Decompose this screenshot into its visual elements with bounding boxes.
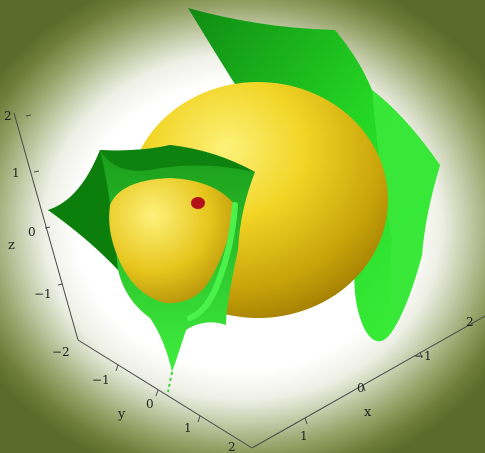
z-tick-label: 0 [28,225,36,239]
surface-tail [167,371,173,393]
y-axis-tick-labels: −1 0 1 2 [92,373,236,453]
z-tick-label: 2 [4,109,12,123]
x-tick-label: 1 [300,429,308,443]
red-point-marker [191,197,205,209]
z-tick-label: −2 [52,345,70,359]
x-tick-label: −1 [414,349,432,363]
z-axis-label: z [8,238,15,253]
axis-ticks [25,114,423,425]
z-axis-tick-labels: 2 1 0 −1 −2 [4,109,70,359]
x-tick-label: 2 [466,315,474,329]
y-tick-label: −1 [92,373,110,387]
inner-sphere [109,178,235,304]
axis-lines [13,112,485,449]
y-tick-label: 1 [184,421,192,435]
z-tick-label: −1 [34,287,52,301]
x-axis-label: x [364,405,372,420]
y-tick-label: 2 [228,440,236,453]
y-tick-label: 0 [146,397,154,411]
x-axis-tick-labels: 1 0 −1 2 [300,315,474,443]
cutaway-rim [187,202,238,321]
x-tick-label: 0 [357,381,365,395]
z-tick-label: 1 [12,166,20,180]
y-axis-label: y [117,407,126,422]
